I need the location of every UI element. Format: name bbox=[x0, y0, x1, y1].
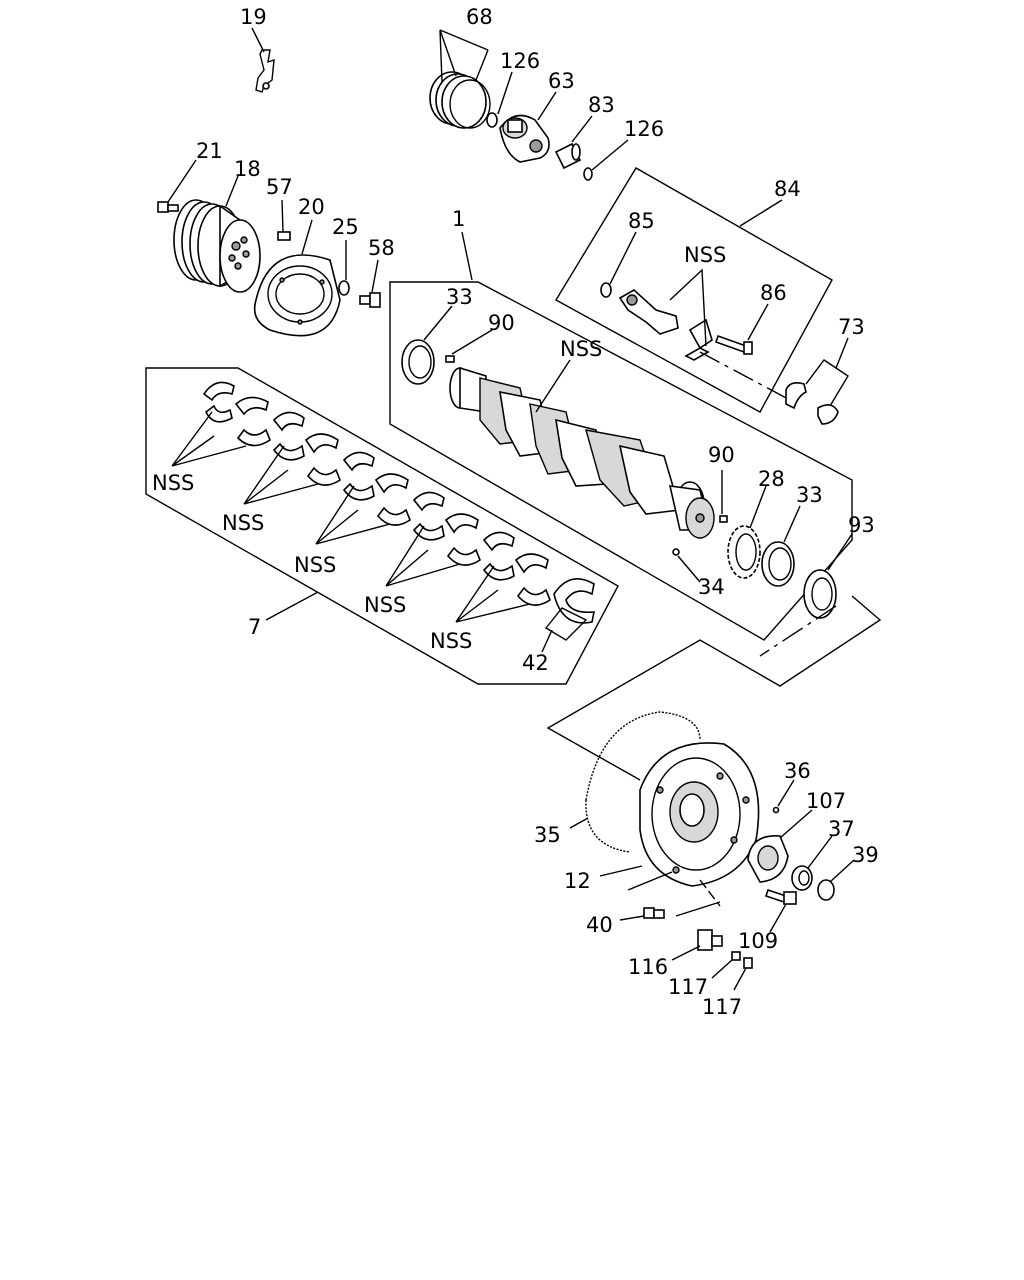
part-36-pin bbox=[772, 806, 780, 814]
label-39: 39 bbox=[852, 843, 879, 867]
label-12: 12 bbox=[564, 869, 591, 893]
label-85: 85 bbox=[628, 209, 655, 233]
part-126-snap-ring-lower bbox=[583, 167, 593, 181]
label-nss-group-2: NSS bbox=[222, 511, 264, 535]
part-117-plug-a bbox=[731, 951, 741, 961]
label-126-upper: 126 bbox=[500, 49, 540, 73]
part-90-pin-front bbox=[445, 355, 455, 363]
part-85-bearing-cap-nut bbox=[600, 282, 612, 298]
part-107-adapter-plate bbox=[747, 835, 789, 883]
crankshaft-axis-line bbox=[699, 351, 791, 401]
label-20: 20 bbox=[298, 195, 325, 219]
label-40: 40 bbox=[586, 913, 613, 937]
label-107: 107 bbox=[806, 789, 846, 813]
label-21: 21 bbox=[196, 139, 223, 163]
label-117-b: 117 bbox=[702, 995, 742, 1019]
label-90-lower: 90 bbox=[708, 443, 735, 467]
part-19-bracket bbox=[255, 49, 275, 93]
part-33-rear-oil-seal bbox=[761, 541, 795, 587]
part-68-piston-rings bbox=[429, 71, 491, 129]
part-57-dowel bbox=[277, 231, 291, 241]
label-19: 19 bbox=[240, 5, 267, 29]
part-7-bearing-set-frame bbox=[145, 367, 619, 685]
part-58-bolt bbox=[359, 292, 381, 308]
label-36: 36 bbox=[784, 759, 811, 783]
label-126-lower: 126 bbox=[624, 117, 664, 141]
label-nss-rod: NSS bbox=[684, 243, 726, 267]
label-63: 63 bbox=[548, 69, 575, 93]
label-93: 93 bbox=[848, 513, 875, 537]
part-21-bolt bbox=[157, 201, 179, 213]
label-nss-group-4: NSS bbox=[364, 593, 406, 617]
crankshaft bbox=[449, 366, 715, 539]
label-86: 86 bbox=[760, 281, 787, 305]
part-90-pin-rear bbox=[719, 515, 728, 523]
label-18: 18 bbox=[234, 157, 261, 181]
label-33-right: 33 bbox=[796, 483, 823, 507]
label-34: 34 bbox=[698, 575, 725, 599]
label-73: 73 bbox=[838, 315, 865, 339]
part-12-flywheel bbox=[639, 742, 760, 887]
part-33-front-oil-seal bbox=[401, 339, 435, 385]
label-58: 58 bbox=[368, 236, 395, 260]
crank-to-flywheel-connector bbox=[546, 595, 882, 781]
label-37: 37 bbox=[828, 817, 855, 841]
part-20-plate bbox=[253, 254, 341, 337]
part-35-ring-gear bbox=[585, 711, 701, 853]
part-1-crankshaft-frame bbox=[389, 281, 853, 641]
part-34-pin bbox=[672, 548, 680, 556]
label-35: 35 bbox=[534, 823, 561, 847]
label-117-a: 117 bbox=[668, 975, 708, 999]
part-93-seal bbox=[803, 569, 837, 619]
part-126-snap-ring bbox=[486, 112, 498, 128]
label-28: 28 bbox=[758, 467, 785, 491]
main-bearing-shells bbox=[202, 381, 595, 624]
label-68: 68 bbox=[466, 5, 493, 29]
label-nss-group-1: NSS bbox=[152, 471, 194, 495]
part-37-bearing bbox=[791, 865, 813, 891]
label-33-left: 33 bbox=[446, 285, 473, 309]
part-116-plug bbox=[697, 929, 723, 951]
part-63-piston bbox=[499, 114, 550, 163]
label-1: 1 bbox=[452, 207, 465, 231]
part-40-bolt bbox=[643, 907, 665, 919]
part-86-rod-bolt bbox=[714, 334, 753, 355]
label-42: 42 bbox=[522, 651, 549, 675]
label-25: 25 bbox=[332, 215, 359, 239]
part-25-washer bbox=[338, 280, 350, 296]
label-nss-crankshaft: NSS bbox=[560, 337, 602, 361]
part-18-pulley bbox=[173, 199, 261, 293]
label-7: 7 bbox=[248, 615, 261, 639]
part-84-kit-frame bbox=[555, 167, 833, 413]
part-109-bolt bbox=[764, 888, 797, 905]
label-nss-group-3: NSS bbox=[294, 553, 336, 577]
label-57: 57 bbox=[266, 175, 293, 199]
label-116: 116 bbox=[628, 955, 668, 979]
part-73-rod-bearing bbox=[785, 382, 839, 425]
label-84: 84 bbox=[774, 177, 801, 201]
label-109: 109 bbox=[738, 929, 778, 953]
label-83: 83 bbox=[588, 93, 615, 117]
part-83-piston-pin bbox=[554, 142, 582, 170]
part-39-snap-ring bbox=[817, 879, 835, 901]
part-28-timing-gear bbox=[727, 525, 761, 579]
part-117-plug-b bbox=[743, 957, 753, 969]
connecting-rod bbox=[618, 289, 713, 361]
label-90-upper: 90 bbox=[488, 311, 515, 335]
label-nss-group-5: NSS bbox=[430, 629, 472, 653]
